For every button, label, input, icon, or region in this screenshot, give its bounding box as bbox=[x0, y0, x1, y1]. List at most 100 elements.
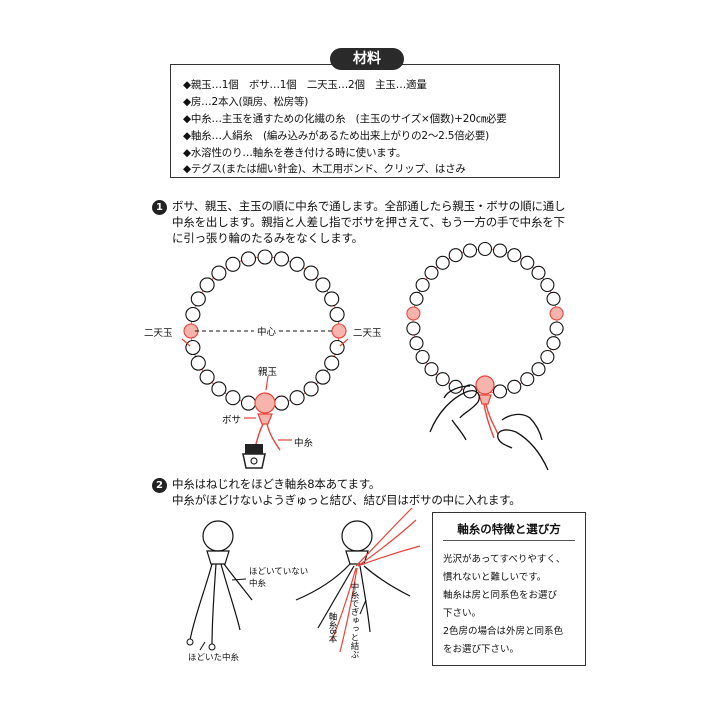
bead bbox=[273, 395, 290, 411]
bead-ring-left bbox=[183, 249, 347, 411]
bead bbox=[185, 306, 201, 323]
leader-tie bbox=[359, 599, 367, 615]
bosa-left bbox=[257, 413, 273, 425]
bead bbox=[211, 265, 227, 281]
bead bbox=[324, 355, 340, 371]
label-untwisted: ほどいていない bbox=[249, 567, 309, 577]
arrow-nitendama-right bbox=[339, 338, 349, 347]
tip-line: をお選び下さい。 bbox=[443, 644, 520, 655]
bead bbox=[225, 390, 241, 406]
bead bbox=[540, 349, 555, 365]
bead bbox=[406, 321, 421, 336]
bead bbox=[329, 306, 345, 323]
tassel-left-bulbs bbox=[186, 638, 216, 651]
label-untwisted-thread: 中糸 bbox=[249, 579, 267, 589]
bead bbox=[199, 369, 215, 385]
bead bbox=[507, 379, 522, 394]
tip-line: 光沢があってすべりやすく、 bbox=[443, 554, 566, 565]
bead bbox=[531, 265, 546, 280]
nitendama-bead bbox=[549, 306, 564, 321]
bead bbox=[477, 241, 493, 257]
bead bbox=[199, 277, 215, 293]
nitendama-bead bbox=[331, 323, 347, 339]
step1-text-line: ボサ、親玉、主玉の順に中糸で通します。全部通したら親玉・ボサの順に通し bbox=[172, 199, 566, 213]
step2-text-line: 中糸がほどけないようぎゅっと結び、結び目はボサの中に入れます。 bbox=[172, 493, 521, 507]
tip-line: 2色房の場合は外房と同系色 bbox=[443, 626, 564, 637]
bead bbox=[273, 251, 290, 267]
label-tie: 中糸でぎゅっと結ぶ bbox=[349, 582, 359, 659]
nitendama-bead bbox=[406, 306, 421, 321]
materials-box: ◆親玉…1個 ボサ…1個 二天玉…2個 主玉…適量 ◆房…2本入(頭房、松房等)… bbox=[170, 64, 560, 178]
bead bbox=[546, 336, 561, 351]
bead bbox=[185, 339, 201, 356]
materials-line: ◆房…2本入(頭房、松房等) bbox=[183, 96, 309, 108]
tip-divider bbox=[443, 540, 575, 541]
materials-title: 材料 bbox=[330, 48, 404, 70]
bead bbox=[190, 355, 206, 371]
oyadama-left bbox=[254, 392, 276, 425]
bead bbox=[520, 255, 535, 270]
bead bbox=[462, 243, 478, 258]
bead bbox=[303, 381, 319, 397]
materials-line: ◆軸糸…人絹糸 (編み込みがあるため出来上がりの2〜2.5倍必要) bbox=[183, 130, 490, 142]
label-twisted: ほどいた中糸 bbox=[188, 653, 240, 663]
arrow-oyadama bbox=[265, 375, 269, 391]
bead bbox=[435, 255, 450, 270]
tip-box: 軸糸の特徴と選び方 光沢があってすべりやすく、 慣れないと難しいです。 軸糸は房… bbox=[432, 512, 586, 666]
clip-icon bbox=[242, 444, 266, 469]
label-oyadama: 親玉 bbox=[258, 367, 278, 378]
materials-line: ◆親玉…1個 ボサ…1個 二天玉…2個 主玉…適量 bbox=[183, 79, 427, 91]
bead bbox=[240, 251, 257, 267]
bead bbox=[435, 372, 450, 387]
bead bbox=[409, 291, 424, 306]
oyadama-right bbox=[475, 375, 495, 405]
bead bbox=[315, 369, 331, 385]
tip-line: 下さい。 bbox=[443, 608, 482, 619]
bead bbox=[190, 291, 206, 307]
materials-line: ◆テグス(または細い針金)、木工用ボンド、クリップ、はさみ bbox=[183, 163, 466, 175]
tip-line: 軸糸は房と同系色をお選び bbox=[443, 590, 558, 601]
bead bbox=[540, 277, 555, 293]
bead bbox=[415, 277, 430, 293]
axis-threads bbox=[331, 507, 421, 653]
step2-text-line: 中糸はねじれをほどき軸糸8本あてます。 bbox=[172, 477, 381, 491]
bead bbox=[492, 243, 508, 258]
materials-line: ◆水溶性のり…軸糸を巻き付ける時に使います。 bbox=[183, 147, 407, 159]
bead bbox=[289, 390, 305, 406]
label-axis8: 軸糸8本 bbox=[327, 612, 337, 643]
label-bosa: ボサ bbox=[222, 415, 242, 426]
bead bbox=[415, 349, 430, 365]
leader-untwisted bbox=[231, 578, 247, 581]
tassel-right bbox=[295, 520, 411, 633]
hand-left-icon bbox=[429, 385, 480, 441]
bead bbox=[329, 339, 345, 356]
label-center: 中心 bbox=[254, 324, 280, 338]
arrow-nitendama-left bbox=[181, 338, 191, 347]
bead bbox=[289, 256, 305, 272]
bead bbox=[257, 249, 273, 265]
bead bbox=[315, 277, 331, 293]
materials-line: ◆中糸…主玉を通すための化繊の糸 (主玉のサイズ×個数)+20㎝必要 bbox=[183, 113, 507, 125]
bead bbox=[225, 256, 241, 272]
bead bbox=[424, 265, 439, 280]
label-nitendama-right: 二天玉 bbox=[353, 328, 382, 339]
hand-right-icon bbox=[497, 413, 549, 471]
step1-text-line: 中糸を出します。親指と人差し指でボサを押さえて、もう一方の手で中糸を下 bbox=[172, 215, 565, 229]
step1-number: 1 bbox=[152, 200, 167, 215]
bead bbox=[409, 336, 424, 351]
tip-line: 慣れないと難しいです。 bbox=[443, 572, 547, 583]
label-nitendama-left: 二天玉 bbox=[144, 328, 173, 339]
tassel-left bbox=[189, 520, 253, 646]
tip-title: 軸糸の特徴と選び方 bbox=[457, 522, 561, 536]
bead bbox=[520, 372, 535, 387]
nakaito-strand-right bbox=[266, 423, 281, 451]
bead bbox=[507, 248, 522, 263]
bead-ring-right bbox=[406, 241, 564, 399]
bead bbox=[492, 384, 508, 399]
label-nakaito: 中糸 bbox=[294, 438, 314, 449]
bead bbox=[448, 248, 463, 263]
leader-twisted bbox=[199, 641, 206, 651]
bead bbox=[424, 362, 439, 377]
bead bbox=[531, 362, 546, 377]
